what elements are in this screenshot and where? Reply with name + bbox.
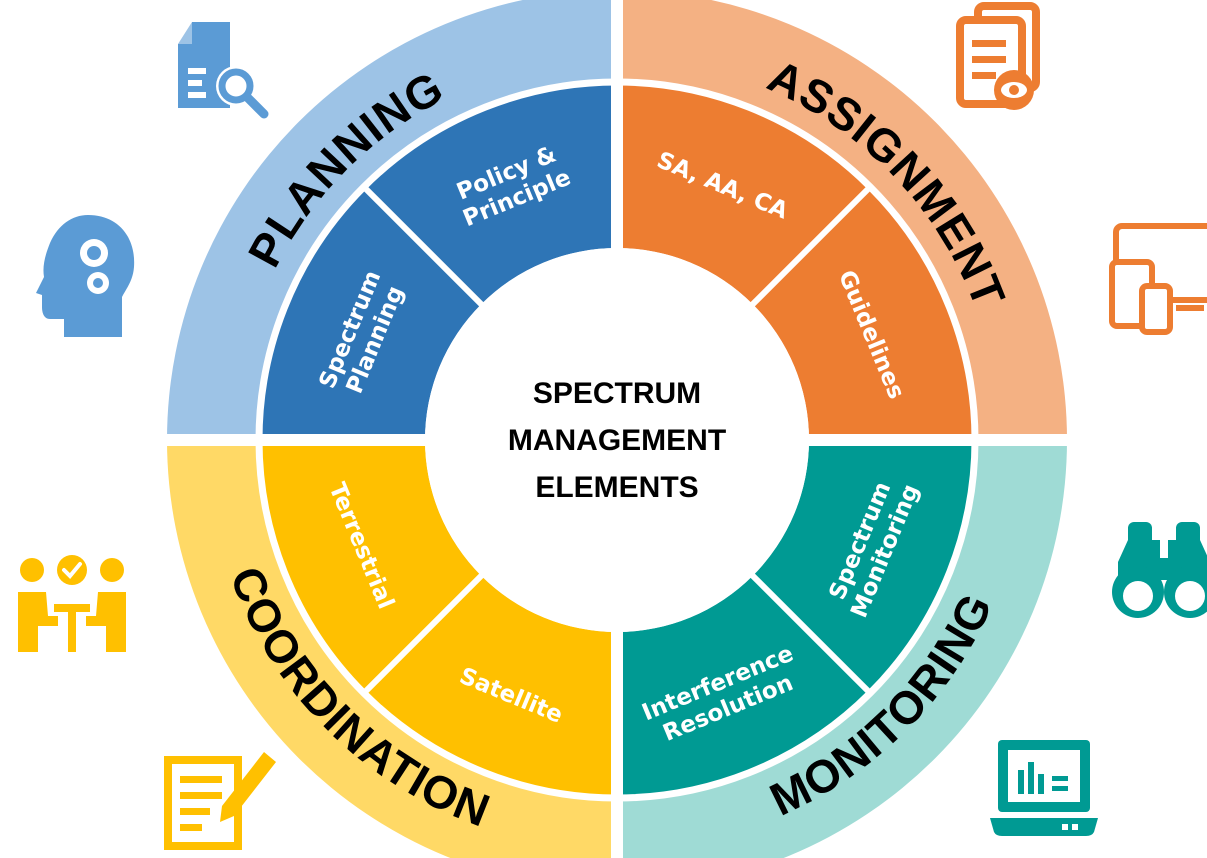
- center-line-2: MANAGEMENT: [508, 424, 726, 457]
- separator-line: [360, 183, 485, 308]
- outer-band-monitoring: [617, 440, 1067, 858]
- meeting-people-icon: [18, 555, 126, 652]
- separator-line: [749, 572, 874, 697]
- mid-ring-border: [255, 78, 979, 802]
- separator-line: [749, 183, 874, 308]
- center-line-1: SPECTRUM: [533, 377, 701, 410]
- outer-band-planning: [167, 0, 617, 440]
- center-title: SPECTRUM MANAGEMENT ELEMENTS: [508, 377, 726, 504]
- outer-band-coordination: [167, 440, 617, 858]
- outer-band-assignment: [617, 0, 1067, 440]
- separators: [165, 0, 1069, 858]
- center-line-3: ELEMENTS: [535, 471, 698, 504]
- laptop-chart-icon: [990, 740, 1098, 836]
- document-view-icon: [956, 2, 1040, 110]
- document-search-icon: [178, 22, 269, 119]
- document-pen-icon: [164, 752, 276, 850]
- center-circle: [425, 248, 809, 632]
- separator-line: [360, 572, 485, 697]
- devices-icon: [1109, 223, 1207, 335]
- rings: [165, 0, 1069, 858]
- head-gears-icon: [36, 215, 135, 337]
- binoculars-icon: [1112, 522, 1207, 618]
